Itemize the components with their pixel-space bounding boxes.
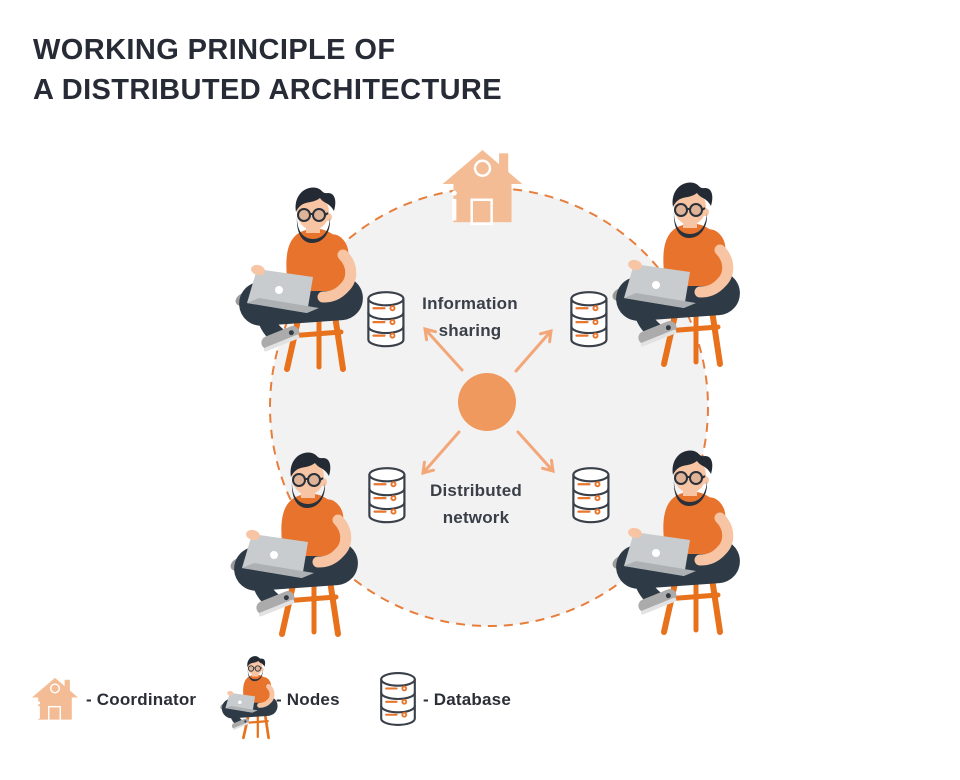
- database-icon-bottom-right: [572, 467, 610, 524]
- legend-coordinator-label: - Coordinator: [86, 690, 197, 709]
- arrow-to-top-left: [423, 326, 464, 372]
- legend-nodes-label: - Nodes: [276, 690, 340, 709]
- arrow-to-top-right: [514, 328, 553, 373]
- database-icon-bottom-left: [368, 467, 406, 524]
- legend-house-icon: [31, 677, 79, 722]
- legend-person-on-stool-icon: [219, 656, 278, 738]
- distributed-network-label: Distributed network: [401, 477, 551, 531]
- central-hub-dot: [458, 373, 516, 431]
- arrow-to-bottom-left: [421, 430, 461, 476]
- distributed-network-line-1: Distributed: [430, 481, 522, 500]
- title-line-2: A DISTRIBUTED ARCHITECTURE: [33, 74, 503, 106]
- coordinator-house-icon: [441, 148, 524, 226]
- distributed-network-line-2: network: [442, 508, 510, 527]
- legend-database-label: - Database: [423, 690, 511, 709]
- information-sharing-line-2: sharing: [438, 321, 502, 340]
- information-sharing-line-1: Information: [422, 294, 518, 313]
- title-line-1: WORKING PRINCIPLE OF: [33, 34, 396, 66]
- information-sharing-label: Information sharing: [395, 290, 545, 344]
- database-icon-top-right: [570, 291, 608, 348]
- arrow-to-bottom-right: [516, 430, 555, 474]
- page-title: WORKING PRINCIPLE OF A DISTRIBUTED ARCHI…: [33, 30, 502, 110]
- legend-database-icon: [380, 672, 416, 726]
